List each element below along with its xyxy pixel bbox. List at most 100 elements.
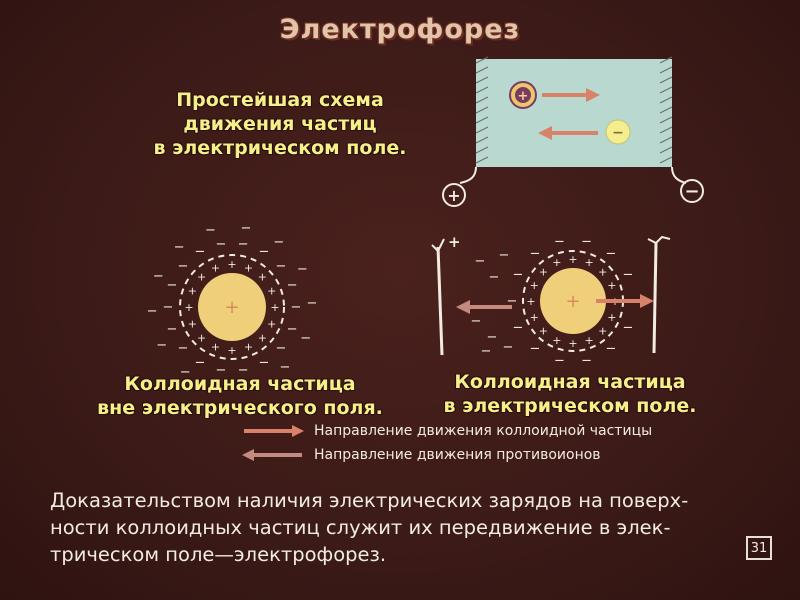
- adsorbed-ion: +: [552, 256, 561, 269]
- electrode-left-hatch: [475, 56, 489, 164]
- counterion: −: [180, 365, 191, 375]
- particle-direction-arrow-head: [640, 294, 654, 308]
- counterion: −: [489, 270, 500, 285]
- legend-particle-direction: Направление движения коллоидной частицы: [240, 423, 652, 439]
- counterion: −: [153, 269, 164, 284]
- arrow-left-icon: [242, 449, 302, 461]
- counterion: −: [623, 321, 634, 336]
- counterion: −: [163, 300, 174, 315]
- adsorbed-ion: +: [258, 331, 267, 344]
- counterion: −: [215, 363, 226, 375]
- adsorbed-ion: +: [267, 318, 276, 331]
- electrode-negative: [652, 242, 658, 354]
- adsorbed-ion: +: [211, 341, 220, 354]
- paragraph-line: ности коллоидных частиц служит их передв…: [50, 516, 671, 539]
- counterion: −: [259, 245, 270, 260]
- adsorbed-ion: +: [227, 344, 236, 357]
- counterion: −: [487, 330, 498, 345]
- counterion: −: [195, 355, 206, 370]
- positive-particle-core: [515, 87, 531, 103]
- counterion: −: [499, 248, 510, 263]
- adsorbed-ion: +: [539, 265, 548, 278]
- counterion: −: [147, 304, 158, 319]
- counterion: −: [581, 354, 592, 369]
- counterion: −: [300, 331, 311, 346]
- adsorbed-ion: +: [184, 301, 193, 314]
- counterion: −: [471, 314, 482, 329]
- electrophoresis-cell-diagram: + − + −: [442, 56, 704, 207]
- adsorbed-ion: +: [584, 334, 593, 347]
- scheme-caption-line: Простейшая схема: [176, 89, 384, 111]
- adsorbed-ion: +: [598, 265, 607, 278]
- counterion-cloud: −−−−−−−−−−−−−−−−−−−−−−−−−−−−−−−−: [147, 221, 318, 375]
- electrode-positive: [436, 246, 444, 356]
- slide-number: 31: [746, 536, 772, 560]
- counterion: −: [513, 321, 524, 336]
- adsorbed-ion: +: [530, 311, 539, 324]
- counterion: −: [503, 340, 514, 355]
- counterion: −: [513, 268, 524, 283]
- counterion: −: [481, 344, 492, 359]
- counterion: −: [279, 360, 290, 375]
- counterion: −: [276, 259, 287, 274]
- adsorbed-ion: +: [197, 331, 206, 344]
- counterion: −: [156, 338, 167, 353]
- adsorbed-ion: +: [568, 253, 577, 266]
- electrode-right-hatch: [659, 56, 673, 164]
- anode-sign: +: [447, 186, 460, 205]
- counterion: −: [205, 223, 216, 238]
- adsorbed-ion: +: [607, 279, 616, 292]
- adsorbed-ion: +: [227, 258, 236, 271]
- paragraph-line: трическом поле—электрофорез.: [50, 543, 387, 566]
- counterion: −: [581, 235, 592, 250]
- legend-counterion-direction: Направление движения противоионов: [240, 447, 601, 463]
- arrow-right-icon: [244, 425, 304, 437]
- adsorbed-ion: +: [244, 261, 253, 274]
- counterion: −: [554, 235, 565, 250]
- counterion: −: [507, 294, 518, 309]
- adsorbed-ion: +: [552, 334, 561, 347]
- outer-shell-dashed: [179, 254, 285, 360]
- counterion: −: [530, 246, 541, 261]
- cell-arrow-left-head: [538, 126, 552, 140]
- paragraph-line: Доказательством наличия электрических за…: [50, 489, 689, 512]
- counterion: −: [606, 342, 617, 357]
- cell-chamber: [476, 59, 672, 167]
- counterion: −: [291, 300, 302, 315]
- counterion: −: [273, 235, 284, 250]
- counterion-direction-arrow-head: [456, 300, 470, 314]
- caption-in-field: Коллоидная частица в электрическом поле.: [400, 370, 740, 418]
- positive-particle-sign: +: [518, 89, 529, 104]
- adsorbed-ion: +: [188, 285, 197, 298]
- caption-outside-field: Коллоидная частица вне электрического по…: [60, 372, 420, 420]
- slide-title: Электрофорез: [279, 14, 521, 45]
- colloid-in-field-diagram: + −−−−−−−−−−−−−−−−−−−−− ++++++++++++++++…: [431, 233, 671, 369]
- adsorbed-ion: +: [211, 261, 220, 274]
- counterion: −: [241, 221, 252, 236]
- counterion: −: [238, 237, 249, 252]
- scheme-caption-line: в электрическом поле.: [153, 137, 407, 159]
- wire-left: [459, 166, 477, 184]
- adsorbed-ion: +: [539, 325, 548, 338]
- scheme-caption-line: движения частиц: [183, 113, 377, 135]
- adsorbed-ion: +: [197, 271, 206, 284]
- electrode-positive-lead: [431, 238, 445, 253]
- cell-arrow-right-head: [586, 88, 600, 102]
- counterion: −: [276, 341, 287, 356]
- colloid-particle: [540, 268, 606, 334]
- counterion: −: [287, 278, 298, 293]
- counterion: −: [306, 296, 317, 311]
- particle-core-sign: +: [565, 291, 580, 312]
- negative-particle: [605, 119, 631, 145]
- adsorbed-ion: +: [584, 256, 593, 269]
- adsorbed-ion: +: [530, 279, 539, 292]
- electrode-negative-lead: [647, 235, 671, 245]
- counterion: −: [530, 342, 541, 357]
- adsorbed-ion: +: [267, 285, 276, 298]
- counterion: −: [195, 245, 206, 260]
- counterion: −: [297, 262, 308, 277]
- adsorbed-ion: +: [270, 301, 279, 314]
- counterion: −: [287, 322, 298, 337]
- colloid-particle: [198, 273, 266, 341]
